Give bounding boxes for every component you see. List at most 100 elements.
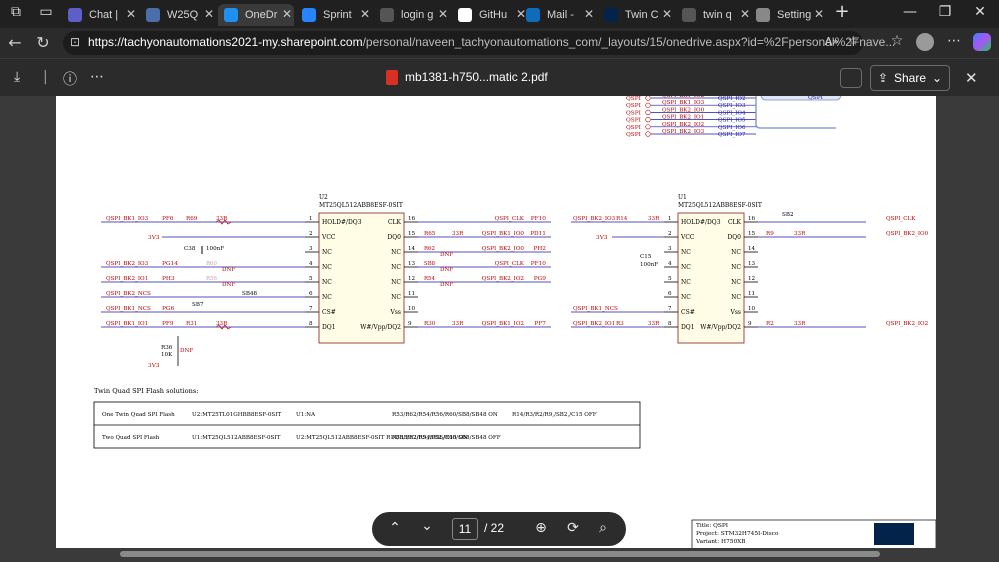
port-marker [645, 96, 651, 101]
pin-name: DQ1 [322, 324, 336, 331]
pin-number: 10 [748, 306, 756, 312]
close-window-button[interactable]: ✕ [974, 4, 986, 20]
net-label: QSPI_BK2_IO0 [482, 246, 525, 252]
copilot-icon[interactable] [973, 33, 991, 51]
net-label: QSPI_BK2_IO0 [662, 107, 705, 113]
rotate-icon[interactable]: ⟳ [567, 520, 579, 536]
pullup-ref: R36 [161, 345, 173, 351]
resistor-value: 33R [648, 216, 660, 222]
tab-7[interactable]: Twin C✕ [598, 4, 674, 26]
dnf-label: DNF [440, 267, 453, 273]
titleblock-title: Title: QSPI [696, 523, 728, 529]
close-tab-icon[interactable]: ✕ [739, 7, 750, 21]
net-label: QSPI_BK1_NCS [106, 306, 151, 312]
gear-icon [756, 8, 770, 22]
close-tab-icon[interactable]: ✕ [125, 7, 136, 21]
page-number-input[interactable]: 11 [452, 518, 478, 540]
net-label: QSPI_BK2_IO3 [106, 261, 149, 267]
site-info-icon[interactable]: ⊡ [70, 35, 81, 49]
mcu-port-label: PF10 [531, 261, 547, 267]
pin-name: HOLD#/DQ3 [322, 219, 362, 226]
url-field[interactable]: ⊡ https://tachyonautomations2021-my.shar… [63, 31, 895, 55]
pin-number: 12 [408, 276, 416, 282]
pin-number: 12 [748, 276, 756, 282]
net-label: QSPI_IO2 [718, 96, 746, 102]
back-arrow-icon[interactable]: ← [8, 33, 22, 52]
solutions-cell: U2:MT25QL512ABB8ESF-0SIT R14/R3/R2/R9,/S… [296, 435, 468, 441]
tab-label: Setting [777, 9, 812, 21]
close-tab-icon[interactable]: ✕ [203, 7, 214, 21]
prev-page-icon[interactable]: ⌃ [389, 520, 401, 536]
net-label: QSPI_BK2_IO1 [106, 276, 148, 282]
net-label: QSPI_IO5 [718, 118, 746, 124]
zoom-in-icon[interactable]: ⊕ [535, 520, 547, 536]
minimize-button[interactable]: — [903, 4, 917, 20]
tab-8[interactable]: twin q✕ [676, 4, 752, 26]
url-path: /personal/naveen_tachyonautomations_com/… [362, 35, 896, 49]
share-button[interactable]: ⇪ Share ⌄ [870, 65, 950, 91]
net-label: QSPI_BK2_IO2 [662, 122, 705, 128]
pin-name: NC [322, 249, 332, 256]
close-tab-icon[interactable]: ✕ [437, 7, 448, 21]
maximize-button[interactable]: ❐ [938, 4, 952, 20]
horizontal-scrollbar[interactable] [120, 551, 880, 557]
close-tab-icon[interactable]: ✕ [281, 7, 292, 21]
profile-avatar[interactable] [916, 33, 934, 51]
comment-button[interactable] [840, 68, 862, 88]
tab-6[interactable]: Mail -✕ [520, 4, 596, 26]
pullup-value: 10K [161, 352, 173, 358]
search-icon[interactable]: ⌕ [599, 520, 607, 536]
page-icon [380, 8, 394, 22]
next-page-icon[interactable]: ⌄ [421, 518, 433, 534]
pin-number: 9 [408, 321, 412, 327]
more-options-icon[interactable]: ⋯ [947, 33, 961, 49]
net-label: QSPI_BK2_NCS [106, 291, 151, 297]
bus-port-label: QSPI [626, 118, 641, 124]
title-block [691, 519, 936, 548]
page-icon [682, 8, 696, 22]
datasheet-icon [146, 8, 160, 22]
favorite-star-icon[interactable]: ☆ [847, 34, 859, 49]
tab-5[interactable]: GitHu✕ [452, 4, 528, 26]
tab-actions-icon[interactable]: ▭ [39, 4, 53, 20]
tab-0[interactable]: Chat |✕ [62, 4, 138, 26]
tab-9[interactable]: Setting✕ [750, 4, 826, 26]
info-icon[interactable]: ⓘ [63, 72, 77, 88]
resistor-ref: R3 [616, 321, 624, 327]
bus-connector [760, 96, 842, 101]
tab-3[interactable]: Sprint✕ [296, 4, 372, 26]
favorites-icon[interactable]: ☆ [890, 33, 904, 49]
close-tab-icon[interactable]: ✕ [359, 7, 370, 21]
download-icon[interactable]: ⤓ [14, 69, 21, 85]
solutions-cell: R14/R3/R2/R9,/SB2,/C15 OFF [512, 412, 597, 418]
workspaces-icon[interactable]: ⧉ [11, 4, 21, 20]
close-tab-icon[interactable]: ✕ [661, 7, 672, 21]
pin-number: 4 [668, 261, 672, 267]
refresh-icon[interactable]: ↻ [36, 33, 50, 52]
tab-2[interactable]: OneDr✕ [218, 4, 294, 26]
net-label: QSPI_IO6 [718, 125, 746, 131]
solutions-cell: U1:MT25QL512ABB8ESF-0SIT [192, 435, 281, 441]
close-pdf-icon[interactable]: ✕ [965, 69, 978, 87]
read-aloud-icon[interactable]: A» [824, 35, 839, 48]
dnf-label: DNF [440, 252, 453, 258]
solutions-cell: Two Quad SPI Flash [102, 435, 160, 441]
pin-name: Vss [730, 309, 742, 316]
tab-4[interactable]: login g✕ [374, 4, 450, 26]
new-tab-button[interactable]: + [834, 1, 850, 22]
net-label: QSPI_BK1_IO3 [662, 100, 705, 106]
close-tab-icon[interactable]: ✕ [515, 7, 526, 21]
bus-port-label: QSPI [626, 132, 641, 138]
tab-1[interactable]: W25Q✕ [140, 4, 216, 26]
pin-number: 8 [668, 321, 672, 327]
mcu-port-label: PF7 [534, 321, 546, 327]
close-tab-icon[interactable]: ✕ [583, 7, 594, 21]
outlook-icon [526, 8, 540, 22]
browser-tab-bar: ⧉ ▭ Chat |✕W25Q✕OneDr✕Sprint✕login g✕Git… [0, 0, 999, 28]
more-icon[interactable]: ⋯ [90, 69, 104, 85]
pin-number: 5 [309, 276, 313, 282]
close-tab-icon[interactable]: ✕ [813, 7, 824, 21]
net-label: QSPI_IO7 [718, 132, 746, 138]
pin-name: CS# [681, 309, 695, 316]
